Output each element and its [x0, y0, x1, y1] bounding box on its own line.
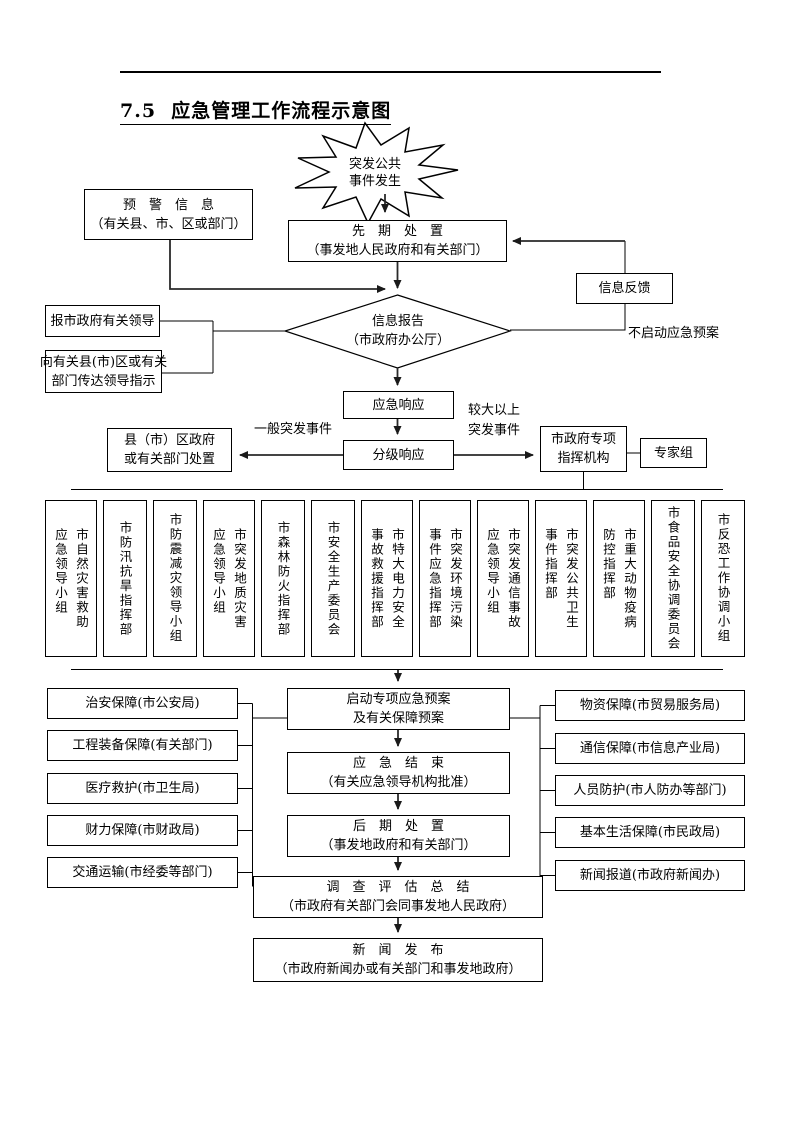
agency-label: 市防震减灾领导小组 — [167, 513, 183, 644]
agency-label: 市突发通信事故 应急领导小组 — [485, 527, 521, 630]
convey-line2: 部门传达领导指示 — [51, 373, 156, 389]
info-feedback-box: 信息反馈 — [576, 273, 673, 304]
top-rule — [120, 71, 661, 73]
support-label: 人员防护(市人防办等部门) — [573, 783, 727, 798]
city-special-hq-line1: 市政府专项 — [550, 432, 616, 447]
post-disposal-line2: （事发地政府和有关部门） — [320, 838, 477, 853]
support-box-materials: 物资保障(市贸易服务局) — [555, 690, 745, 721]
report-to-leaders-box: 报市政府有关领导 — [45, 305, 160, 337]
support-label: 财力保障(市财政局) — [85, 823, 200, 838]
support-label: 物资保障(市贸易服务局) — [579, 698, 721, 713]
agency-label: 市食品安全协调委员会 — [665, 506, 681, 651]
agency-box-flood-drought: 市防汛抗旱指挥部 — [103, 500, 147, 657]
no-plan-label: 不启动应急预案 — [628, 326, 720, 341]
warning-info-box: 预 警 信 息 （有关县、市、区或部门） — [84, 189, 253, 240]
agency-label: 市突发地质灾害 应急领导小组 — [211, 527, 247, 630]
launch-plan-box: 启动专项应急预案 及有关保障预案 — [287, 688, 510, 730]
launch-plan-line1: 启动专项应急预案 — [346, 692, 451, 707]
agency-box-work-safety: 市安全生产委员会 — [311, 500, 355, 657]
support-box-communication: 通信保障(市信息产业局) — [555, 733, 745, 764]
expert-group-box: 专家组 — [640, 438, 707, 468]
evaluation-line1: 调 查 评 估 总 结 — [326, 880, 470, 895]
agency-box-power-accident: 市特大电力安全 事故救援指挥部 — [361, 500, 413, 657]
support-box-equipment: 工程装备保障(有关部门) — [47, 730, 238, 761]
support-box-security: 治安保障(市公安局) — [47, 688, 238, 719]
support-label: 新闻报道(市政府新闻办) — [579, 868, 721, 883]
emergency-end-line1: 应 急 结 束 — [352, 756, 444, 771]
warning-info-line1: 预 警 信 息 — [122, 197, 214, 213]
agency-box-animal-epidemic: 市重大动物疫病 防控指挥部 — [593, 500, 645, 657]
agency-box-telecom: 市突发通信事故 应急领导小组 — [477, 500, 529, 657]
support-box-medical: 医疗救护(市卫生局) — [47, 773, 238, 804]
agency-box-earthquake: 市防震减灾领导小组 — [153, 500, 197, 657]
agency-box-natural-disaster: 市自然灾害救助 应急领导小组 — [45, 500, 97, 657]
agency-label: 市突发环境污染 事件应急指挥部 — [427, 527, 463, 630]
agency-label: 市特大电力安全 事故救援指挥部 — [369, 527, 405, 630]
support-label: 通信保障(市信息产业局) — [579, 741, 721, 756]
burst-shape — [294, 121, 459, 225]
expert-group-label: 专家组 — [653, 445, 693, 461]
initial-disposal-box: 先 期 处 置 （事发地人民政府和有关部门） — [288, 220, 507, 262]
news-release-line1: 新 闻 发 布 — [352, 943, 444, 958]
county-gov-line1: 县（市）区政府 — [123, 433, 215, 448]
launch-plan-line2: 及有关保障预案 — [352, 711, 444, 726]
emergency-response-label: 应急响应 — [372, 397, 425, 413]
warning-info-line2: （有关县、市、区或部门） — [90, 216, 247, 232]
agency-label: 市自然灾害救助 应急领导小组 — [53, 527, 89, 630]
agency-label: 市反恐工作协调小组 — [715, 513, 731, 644]
info-report-line1: 信息报告 — [371, 314, 424, 329]
initial-disposal-line1: 先 期 处 置 — [351, 224, 443, 239]
agency-box-public-health: 市突发公共卫生 事件指挥部 — [535, 500, 587, 657]
major-incident-label: 较大以上 突发事件 — [468, 403, 521, 438]
emergency-response-box: 应急响应 — [343, 391, 454, 419]
burst-text: 突发公共 事件发生 — [348, 157, 401, 189]
agency-label: 市安全生产委员会 — [325, 520, 341, 637]
emergency-end-line2: （有关应急领导机构批准） — [320, 775, 477, 790]
agency-box-environment: 市突发环境污染 事件应急指挥部 — [419, 500, 471, 657]
agency-box-geological: 市突发地质灾害 应急领导小组 — [203, 500, 255, 657]
convey-line1: 向有关县(市)区或有关 — [39, 354, 168, 370]
agency-label: 市重大动物疫病 防控指挥部 — [601, 527, 637, 630]
evaluation-summary-box: 调 查 评 估 总 结 （市政府有关部门会同事发地人民政府） — [253, 876, 543, 918]
info-report-diamond: 信息报告 （市政府办公厅） — [320, 308, 476, 354]
news-release-line2: （市政府新闻办或有关部门和事发地政府） — [274, 962, 522, 977]
initial-disposal-line2: （事发地人民政府和有关部门） — [306, 243, 489, 258]
county-gov-box: 县（市）区政府 或有关部门处置 — [107, 428, 232, 472]
page-title: 7.5 应急管理工作流程示意图 — [120, 96, 392, 125]
evaluation-line2: （市政府有关部门会同事发地人民政府） — [280, 899, 515, 914]
support-label: 治安保障(市公安局) — [85, 696, 200, 711]
report-to-leaders-label: 报市政府有关领导 — [50, 313, 155, 329]
convey-instructions-box: 向有关县(市)区或有关 部门传达领导指示 — [40, 350, 167, 393]
news-release-box: 新 闻 发 布 （市政府新闻办或有关部门和事发地政府） — [253, 938, 543, 982]
city-special-hq-line2: 指挥机构 — [557, 451, 610, 466]
burst-start-label: 突发公共 事件发生 — [325, 147, 425, 199]
city-special-hq-box: 市政府专项 指挥机构 — [540, 426, 627, 472]
support-label: 工程装备保障(有关部门) — [72, 738, 213, 753]
info-feedback-label: 信息反馈 — [598, 281, 651, 296]
county-gov-line2: 或有关部门处置 — [123, 452, 215, 467]
support-box-transport: 交通运输(市经委等部门) — [47, 857, 238, 888]
agency-label: 市森林防火指挥部 — [275, 520, 291, 637]
info-report-line2: （市政府办公厅） — [345, 333, 450, 348]
support-box-basic-living: 基本生活保障(市民政局) — [555, 817, 745, 848]
agency-box-forest-fire: 市森林防火指挥部 — [261, 500, 305, 657]
agency-label: 市防汛抗旱指挥部 — [117, 520, 133, 637]
support-label: 基本生活保障(市民政局) — [579, 825, 721, 840]
graded-response-label: 分级响应 — [372, 447, 425, 463]
support-box-news-report: 新闻报道(市政府新闻办) — [555, 860, 745, 891]
agency-box-food-safety: 市食品安全协调委员会 — [651, 500, 695, 657]
support-box-personnel: 人员防护(市人防办等部门) — [555, 775, 745, 806]
support-label: 交通运输(市经委等部门) — [72, 865, 213, 880]
agency-box-anti-terror: 市反恐工作协调小组 — [701, 500, 745, 657]
agency-row: 市自然灾害救助 应急领导小组 市防汛抗旱指挥部 市防震减灾领导小组 市突发地质灾… — [45, 500, 745, 657]
agency-label: 市突发公共卫生 事件指挥部 — [543, 527, 579, 630]
post-disposal-line1: 后 期 处 置 — [352, 819, 444, 834]
graded-response-box: 分级响应 — [343, 440, 454, 470]
emergency-end-box: 应 急 结 束 （有关应急领导机构批准） — [287, 752, 510, 794]
post-disposal-box: 后 期 处 置 （事发地政府和有关部门） — [287, 815, 510, 857]
support-label: 医疗救护(市卫生局) — [85, 781, 200, 796]
support-box-finance: 财力保障(市财政局) — [47, 815, 238, 846]
general-incident-label: 一般突发事件 — [253, 422, 332, 437]
